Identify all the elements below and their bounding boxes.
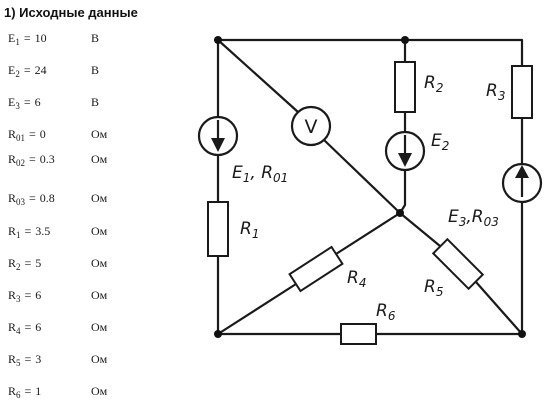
label-e2: E2	[431, 131, 449, 153]
wires	[216, 38, 524, 336]
param-subscript: 1	[16, 230, 21, 240]
param-value: 5	[35, 256, 42, 270]
node	[518, 330, 526, 338]
source-e3	[501, 162, 543, 204]
param-value: 1	[35, 384, 42, 398]
param-subscript: 03	[16, 197, 26, 207]
node	[214, 330, 222, 338]
label-r6: R6	[376, 301, 396, 323]
param-value: 0.8	[39, 191, 55, 205]
param-subscript: 1	[15, 37, 20, 47]
wire	[216, 38, 524, 68]
voltmeter: V	[290, 105, 332, 147]
resistor-r1	[207, 201, 229, 257]
param-symbol: E	[8, 31, 16, 45]
label-e1-r01: E1, R01	[232, 163, 288, 185]
param-value: 0	[39, 127, 46, 141]
param-symbol: R	[8, 152, 17, 166]
param-value: 3.5	[35, 224, 51, 238]
resistor-r2	[394, 61, 416, 113]
param-unit: B	[91, 31, 100, 45]
page-title: 1) Исходные данные	[4, 5, 138, 20]
label-r2: R2	[424, 73, 443, 95]
param-unit: B	[91, 63, 100, 77]
param-unit: B	[91, 95, 100, 109]
param-subscript: 01	[16, 133, 26, 143]
param-symbol: R	[8, 224, 17, 238]
label-r5: R5	[424, 277, 443, 299]
param-value: 6	[35, 320, 42, 334]
param-unit: Ом	[91, 152, 108, 166]
label-r3: R3	[486, 81, 505, 103]
param-symbol: R	[8, 352, 17, 366]
param-symbol: R	[8, 288, 17, 302]
param-subscript: 02	[16, 158, 26, 168]
param-subscript: 2	[15, 69, 20, 79]
resistor-r3	[511, 65, 533, 119]
param-symbol: E	[8, 95, 16, 109]
param-unit: Ом	[91, 224, 108, 238]
param-value: 0.3	[39, 152, 55, 166]
param-value: 6	[34, 95, 41, 109]
param-symbol: R	[8, 191, 17, 205]
resistor-r4	[288, 245, 344, 293]
param-unit: Ом	[91, 256, 108, 270]
param-symbol: R	[8, 256, 17, 270]
wire	[474, 280, 524, 336]
wire	[398, 211, 442, 248]
param-unit: Ом	[91, 352, 108, 366]
wire	[398, 168, 407, 215]
param-unit: Ом	[91, 384, 108, 398]
param-value: 24	[34, 63, 47, 77]
param-subscript: 2	[16, 262, 21, 272]
source-e1	[197, 115, 239, 157]
param-symbol: R	[8, 320, 17, 334]
wire	[334, 211, 402, 256]
param-unit: Ом	[91, 127, 108, 141]
param-symbol: E	[8, 63, 16, 77]
node	[401, 36, 409, 44]
param-symbol: R	[8, 384, 17, 398]
param-subscript: 4	[16, 326, 21, 336]
param-unit: Ом	[91, 191, 108, 205]
param-subscript: 3	[15, 101, 20, 111]
node	[214, 36, 222, 44]
label-e3-r03: E3,R03	[448, 207, 499, 229]
param-subscript: 3	[16, 294, 21, 304]
label-r4: R4	[347, 268, 366, 290]
wire	[216, 282, 298, 336]
param-value: 3	[35, 352, 42, 366]
wire	[322, 138, 402, 215]
source-e2	[384, 130, 426, 172]
voltmeter-symbol: V	[305, 116, 318, 138]
wire	[216, 38, 300, 114]
param-value: 6	[35, 288, 42, 302]
param-unit: Ом	[91, 288, 108, 302]
label-r1: R1	[240, 219, 259, 241]
param-subscript: 5	[16, 358, 21, 368]
node	[396, 209, 404, 217]
resistor-r5	[431, 237, 485, 291]
resistor-r6	[340, 323, 377, 345]
param-subscript: 6	[16, 390, 21, 400]
param-value: 10	[34, 31, 47, 45]
param-unit: Ом	[91, 320, 108, 334]
param-symbol: R	[8, 127, 17, 141]
